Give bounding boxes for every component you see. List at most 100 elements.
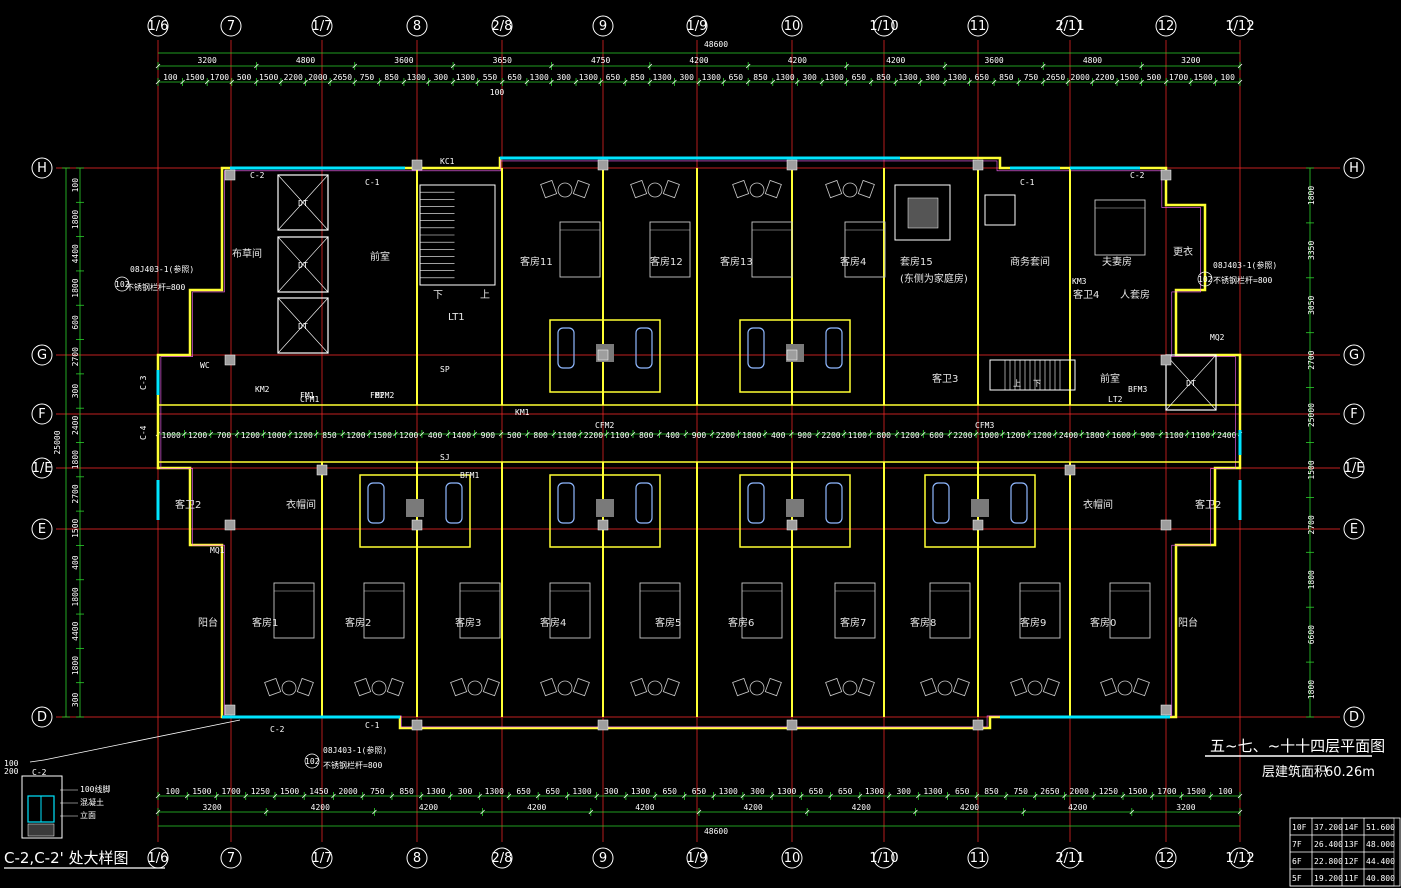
axis-label-row: D (37, 710, 47, 725)
room-label: 衣帽间 (286, 498, 316, 511)
dim-value: 1800 (1307, 570, 1316, 589)
door-tag: BFM1 (460, 471, 479, 480)
dim-slash (418, 793, 424, 799)
dim-value: 1200 (399, 431, 418, 440)
dim-value: 850 (753, 73, 768, 82)
dim-value: 2700 (1307, 350, 1316, 369)
dim-slash (327, 79, 333, 85)
armchair (1042, 677, 1060, 697)
dim-value: 650 (852, 73, 867, 82)
armchair (572, 677, 590, 697)
dim-value: 1800 (71, 278, 80, 297)
dim-value: 800 (639, 431, 654, 440)
dim-value: 1300 (407, 73, 426, 82)
dim-slash (475, 79, 480, 85)
door-tag: WC (200, 361, 210, 370)
room-label: 客房7 (840, 616, 866, 629)
bed (273, 582, 315, 639)
dim-value: 4200 (419, 803, 438, 812)
dim-value: 650 (516, 787, 531, 796)
dim-slash (214, 793, 219, 799)
room-label: (东侧为家庭房) (900, 272, 968, 285)
dim-value: 3350 (1307, 241, 1316, 260)
axis-label-row: H (1349, 161, 1359, 176)
shaft (596, 499, 614, 517)
dim-value: 2400 (1059, 431, 1078, 440)
dim-value: 650 (546, 787, 561, 796)
dim-total-bottom: 48600 (704, 827, 728, 836)
door-tag: SP (440, 365, 450, 374)
elevator-label: DT (298, 322, 308, 331)
window-tag: C-3 (139, 375, 148, 390)
bed (1109, 582, 1151, 639)
armchair (952, 677, 970, 697)
dim-value: 4200 (788, 56, 807, 65)
dim-slash (770, 79, 776, 85)
column (786, 719, 798, 731)
column (786, 349, 798, 361)
dim-value: 1300 (572, 787, 591, 796)
floor-area-value: 60.26m (1325, 765, 1375, 780)
room-label: 客卫4 (1073, 288, 1099, 301)
dim-slash (894, 431, 900, 437)
dim-slash (155, 793, 161, 799)
dim-slash (155, 79, 161, 85)
window-tag: C-2 (250, 171, 265, 180)
dim-slash (844, 63, 849, 69)
dim-slash (967, 79, 972, 85)
dim-slash (243, 793, 249, 799)
dim-slash (204, 79, 210, 85)
door-tag: FM2 (370, 391, 385, 400)
dim-value: 300 (71, 692, 80, 707)
axis-bubble (592, 15, 614, 37)
dim-slash (477, 793, 482, 799)
dim-slash (1000, 431, 1005, 437)
axis-bubble (31, 457, 53, 479)
dim-slash (745, 79, 751, 85)
detail-note-3: 立面 (80, 810, 96, 820)
dining-table (984, 194, 1016, 226)
dim-slash (1079, 431, 1084, 437)
dim-value: 1800 (71, 210, 80, 229)
room-label: 阳台 (198, 616, 218, 629)
armchair (1132, 677, 1150, 697)
dim-value: 1800 (71, 450, 80, 469)
table-cell-text: 37.200 (1314, 823, 1343, 832)
window-tag: C-2 (1130, 171, 1145, 180)
axis-label-col: 7 (227, 851, 235, 866)
elevator-label: DT (1186, 379, 1196, 388)
dim-value: 300 (557, 73, 572, 82)
shaft (406, 499, 424, 517)
dim-value: 650 (606, 73, 621, 82)
room-label: 客房3 (455, 616, 481, 629)
dim-value: 1300 (579, 73, 598, 82)
dim-value: 4200 (743, 803, 762, 812)
axis-label-col: 1/6 (148, 851, 169, 866)
bathtub (557, 327, 575, 369)
dim-slash (1211, 431, 1216, 437)
dim-slash (1149, 793, 1155, 799)
column (597, 719, 609, 731)
dim-value: 650 (507, 73, 522, 82)
room-label: LT1 (448, 312, 465, 323)
dim-slash (893, 79, 899, 85)
dim-slash (229, 79, 235, 85)
axis-bubble (491, 15, 513, 37)
dim-value: 850 (384, 73, 399, 82)
armchair (732, 179, 750, 199)
room-label: 衣帽间 (1083, 498, 1113, 511)
column (597, 159, 609, 171)
dim-slash (446, 431, 451, 437)
column (224, 519, 236, 531)
stair-box (989, 359, 1076, 391)
bed (1019, 582, 1061, 639)
dim-value: 2700 (71, 484, 80, 503)
table (749, 680, 765, 696)
dim-slash (278, 79, 284, 85)
bed (639, 582, 681, 639)
dim-slash (683, 431, 689, 437)
dim-slash (208, 431, 214, 437)
dim-value: 850 (399, 787, 414, 796)
dim-slash (868, 79, 874, 85)
dim-slash (1062, 793, 1067, 799)
